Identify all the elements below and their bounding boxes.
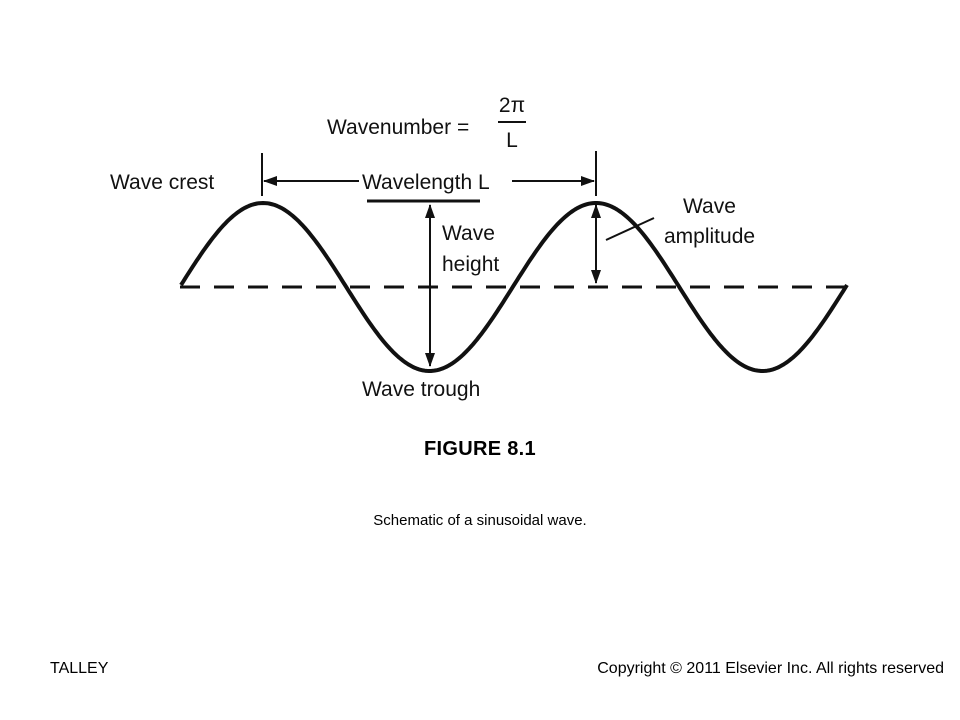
wave-crest-label: Wave crest — [110, 171, 214, 194]
wavenumber-denominator: L — [506, 129, 518, 152]
wave-trough-label: Wave trough — [362, 378, 480, 401]
sinusoidal-wave-diagram: Wavenumber = 2π L Wave crest Wavelength … — [110, 94, 850, 401]
footer-copyright: Copyright © 2011 Elsevier Inc. All right… — [597, 660, 944, 677]
amplitude-leader-line — [605, 217, 655, 241]
wave-amplitude-label-line1: Wave — [683, 195, 736, 218]
wavelength-label: Wavelength L — [362, 171, 490, 194]
wave-height-label-line2: height — [442, 253, 499, 276]
wavenumber-label: Wavenumber = — [327, 116, 469, 139]
footer-author: TALLEY — [50, 660, 109, 677]
wavenumber-numerator: 2π — [499, 94, 525, 117]
wave-amplitude-label-line2: amplitude — [664, 225, 755, 248]
figure-caption: Schematic of a sinusoidal wave. — [373, 512, 587, 529]
sine-wave-curve — [179, 201, 849, 373]
wave-height-label-line1: Wave — [442, 222, 495, 245]
figure-title: FIGURE 8.1 — [424, 438, 536, 460]
